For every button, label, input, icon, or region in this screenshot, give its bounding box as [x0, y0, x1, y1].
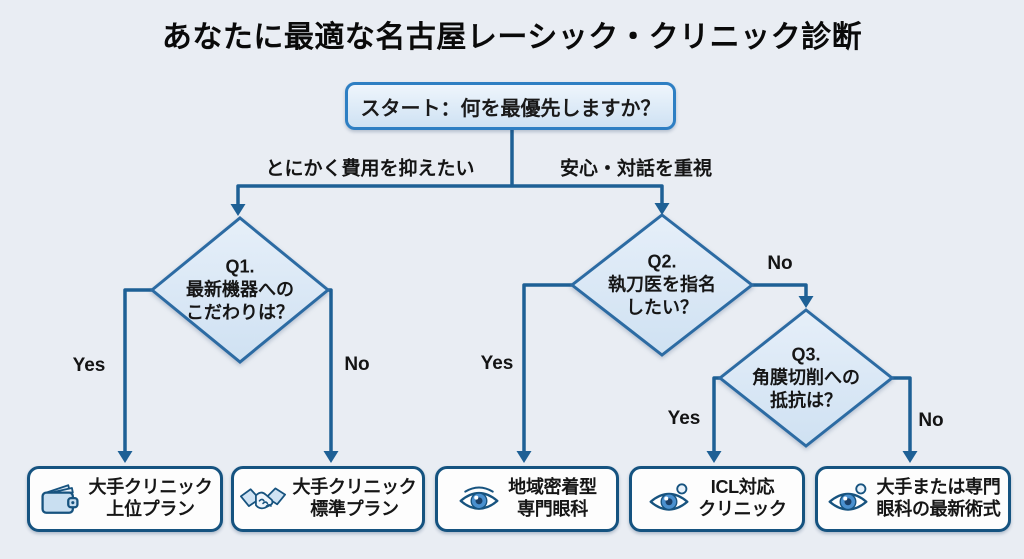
connector-q1-no: [328, 288, 333, 451]
connector-q1-yes: [123, 288, 152, 451]
connector-q2-no: [752, 283, 808, 296]
arrowhead-q1-no: [323, 451, 339, 463]
arrowhead-to-q2: [654, 203, 670, 215]
q1-id: Q1.: [225, 256, 255, 277]
q2-line2: したい？: [626, 297, 698, 318]
connector-q2-yes: [522, 283, 572, 451]
start-node: スタート：何を最優先しますか？: [345, 82, 676, 130]
result-line1: 大手クリニック: [88, 477, 213, 498]
handshake-icon: [239, 480, 286, 518]
result-line2: 上位プラン: [106, 499, 195, 519]
result-line1: ICL対応: [710, 477, 775, 498]
q2-no-label: No: [767, 253, 793, 274]
q2-id: Q2.: [647, 251, 677, 272]
q1-diamond: [149, 216, 331, 364]
connector-q3-no: [892, 376, 912, 451]
arrowhead-q2-no: [798, 296, 814, 308]
result-line1: 大手または専門: [876, 477, 1001, 498]
connector-split-bar: [236, 184, 664, 204]
result-card-standard-plan: 大手クリニック 標準プラン: [231, 466, 425, 532]
q2-text: Q2. 執刀医を指名 したい？: [608, 250, 716, 319]
q1-no-label: No: [344, 354, 370, 375]
arrowhead-q2-yes: [516, 451, 532, 463]
eye-icon: [457, 481, 501, 517]
q1-line1: 最新機器への: [186, 279, 294, 300]
result-line2: 眼科の最新術式: [876, 499, 1001, 519]
start-label: スタート：何を最優先しますか？: [360, 97, 661, 120]
q2-line1: 執刀医を指名: [608, 274, 716, 295]
q3-text: Q3. 角膜切削への 抵抗は？: [752, 343, 860, 412]
connector-q3-yes: [712, 376, 720, 451]
q2-diamond: [569, 213, 755, 357]
page-title: あなたに最適な名古屋レーシック・クリニック診断: [161, 21, 863, 54]
arrowhead-q1-yes: [117, 451, 133, 463]
arrowhead-q3-yes: [706, 451, 722, 463]
q2-yes-label: Yes: [480, 353, 514, 374]
branch-label-left: とにかく費用を抑えたい: [265, 158, 475, 180]
result-card-latest-technique: 大手または専門 眼科の最新術式: [815, 466, 1011, 532]
eye-lens-icon: [826, 481, 870, 517]
q3-yes-label: Yes: [667, 408, 701, 429]
arrowhead-q3-no: [902, 451, 918, 463]
result-card-icl-clinic: ICL対応 クリニック: [629, 466, 805, 532]
result-line1: 大手クリニック: [292, 477, 417, 498]
result-line2: 専門眼科: [517, 499, 588, 519]
result-line2: クリニック: [698, 499, 787, 519]
q3-id: Q3.: [791, 344, 821, 365]
result-line2: 標準プラン: [310, 499, 399, 519]
q1-line2: こだわりは？: [186, 302, 294, 323]
q3-line1: 角膜切削への: [752, 367, 860, 388]
result-card-local-clinic: 地域密着型 専門眼科: [435, 466, 619, 532]
eye-lens-icon: [647, 481, 691, 517]
arrowhead-to-q1: [230, 204, 246, 216]
q3-line2: 抵抗は？: [770, 390, 842, 411]
result-line1: 地域密着型: [508, 477, 597, 498]
wallet-icon: [38, 480, 82, 518]
q1-yes-label: Yes: [72, 355, 106, 376]
branch-label-right: 安心・対話を重視: [559, 158, 713, 180]
result-card-top-plan: 大手クリニック 上位プラン: [27, 466, 223, 532]
q3-diamond: [717, 308, 895, 448]
q3-no-label: No: [918, 410, 944, 431]
q1-text: Q1. 最新機器への こだわりは？: [186, 255, 294, 324]
